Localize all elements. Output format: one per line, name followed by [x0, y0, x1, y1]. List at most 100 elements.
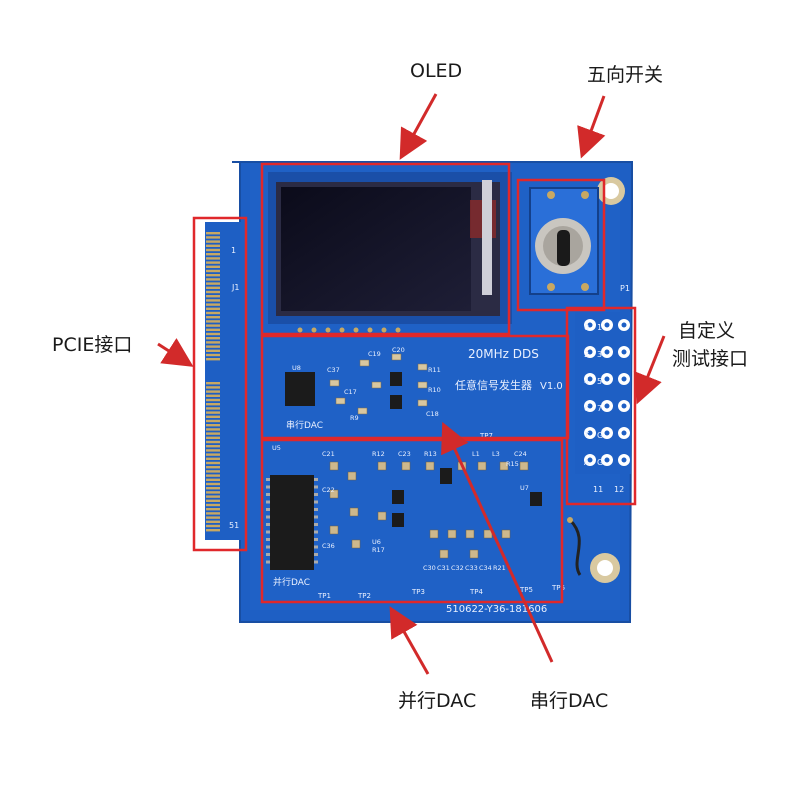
pcie-pin [206, 491, 220, 494]
component-label: U8 [292, 364, 301, 372]
header-pin-label: 2 [584, 350, 589, 359]
pcie-pin [206, 358, 220, 361]
dac-pin [266, 508, 270, 511]
component-label: R15 [506, 460, 519, 468]
component-label: C30 [423, 564, 436, 572]
pcie-pin [206, 478, 220, 481]
pcie-pin [206, 382, 220, 385]
serial-dac-arrow [441, 421, 554, 663]
pcie-pin [206, 253, 220, 256]
dac-pin [314, 530, 318, 534]
pcie-pin [206, 394, 220, 397]
component-label: C18 [426, 410, 439, 418]
pcie-pin [206, 499, 220, 502]
oled-pad [395, 327, 401, 333]
smd-part [329, 489, 339, 499]
five-way-switch [529, 187, 599, 295]
oled-pad [297, 327, 303, 333]
dac-pin [314, 478, 318, 481]
smd-part [377, 461, 387, 471]
pcie-pin [206, 311, 220, 315]
pcie-pin [206, 320, 220, 323]
dac-pin [314, 508, 318, 511]
dac-pin [266, 478, 270, 481]
mounting-hole-bottom [590, 553, 620, 583]
dac-pin [266, 553, 270, 556]
header-pin-hole [604, 403, 610, 409]
header-pin-hole [621, 376, 627, 382]
smd-part [401, 461, 411, 471]
header-pin-label: A [584, 458, 590, 467]
oled-pad [353, 327, 359, 333]
pcie-pin [206, 470, 220, 473]
smd-part [371, 381, 382, 389]
component-label: C32 [451, 564, 464, 572]
smd-part [349, 507, 359, 517]
header-pin-label: 0 [584, 323, 589, 332]
parallel-dac-highlight-box [260, 438, 564, 604]
smd-part [477, 461, 487, 471]
dac-pin [266, 560, 270, 564]
oled-pad [311, 327, 317, 333]
pcie-pin [206, 345, 220, 348]
pcie-pin [206, 487, 220, 490]
component-label: U7 [520, 484, 529, 492]
dac-pin [266, 500, 270, 504]
pcie-pin [206, 295, 220, 298]
component-label: C23 [398, 450, 411, 458]
custom-test-callout-line1: 自定义 [678, 320, 736, 342]
component-label: C34 [479, 564, 492, 572]
dac-pin [314, 515, 318, 519]
custom-test-callout-line2: 测试接口 [672, 348, 749, 370]
component-label: C31 [437, 564, 450, 572]
pcie-pin [206, 503, 220, 507]
smd-part [417, 399, 428, 407]
smd-part [499, 461, 509, 471]
pcie-pin [206, 529, 220, 532]
pcie-pin [206, 282, 220, 285]
pcie-callout: PCIE接口 [52, 334, 133, 356]
pcie-pin [206, 328, 220, 331]
smd-part [417, 363, 428, 371]
joystick-callout: 五向开关 [587, 64, 664, 86]
serial-dac-callout: 串行DAC [530, 690, 609, 712]
pcie-pin [206, 299, 220, 302]
component-label: R17 [372, 546, 385, 554]
pcie-pin [206, 324, 220, 327]
dac-pin [266, 493, 270, 496]
pcie-pin [206, 261, 220, 264]
joystick-highlight-box [516, 178, 606, 312]
dac-pin [266, 538, 270, 541]
header-pin-label: T [583, 431, 589, 440]
pcie-pin [206, 482, 220, 486]
pcie-pin [206, 424, 220, 427]
pcie-pin [206, 257, 220, 260]
test-point-label: TP6 [551, 584, 565, 592]
oled-arrow [399, 93, 438, 160]
pcie-pin [206, 411, 220, 414]
component-label: C37 [327, 366, 340, 374]
smd-part [429, 529, 439, 539]
smd-part [501, 529, 511, 539]
header-pin-label: 5 [597, 377, 602, 386]
smd-part [425, 461, 435, 471]
oled-callout: OLED [410, 60, 463, 82]
dac-pin [314, 560, 318, 564]
header-col-12: 12 [614, 485, 624, 494]
header-pin-label: 6 [584, 404, 589, 413]
pcie-pin [206, 240, 220, 243]
serial-dac-components [285, 353, 428, 415]
pcie-edge-connector [205, 222, 243, 540]
pcie-pin [206, 495, 220, 498]
pcie-pin [206, 286, 220, 289]
component-label: C24 [514, 450, 527, 458]
smd-part [329, 461, 339, 471]
header-pin-label: 3 [597, 350, 602, 359]
component-label: R11 [428, 366, 441, 374]
pcie-pin [206, 353, 220, 357]
pcie-pin [206, 398, 220, 402]
component-label: R21 [493, 564, 506, 572]
dac-pin [314, 500, 318, 504]
component-label: C21 [322, 450, 335, 458]
part-number: 510622-Y36-181606 [446, 604, 547, 615]
